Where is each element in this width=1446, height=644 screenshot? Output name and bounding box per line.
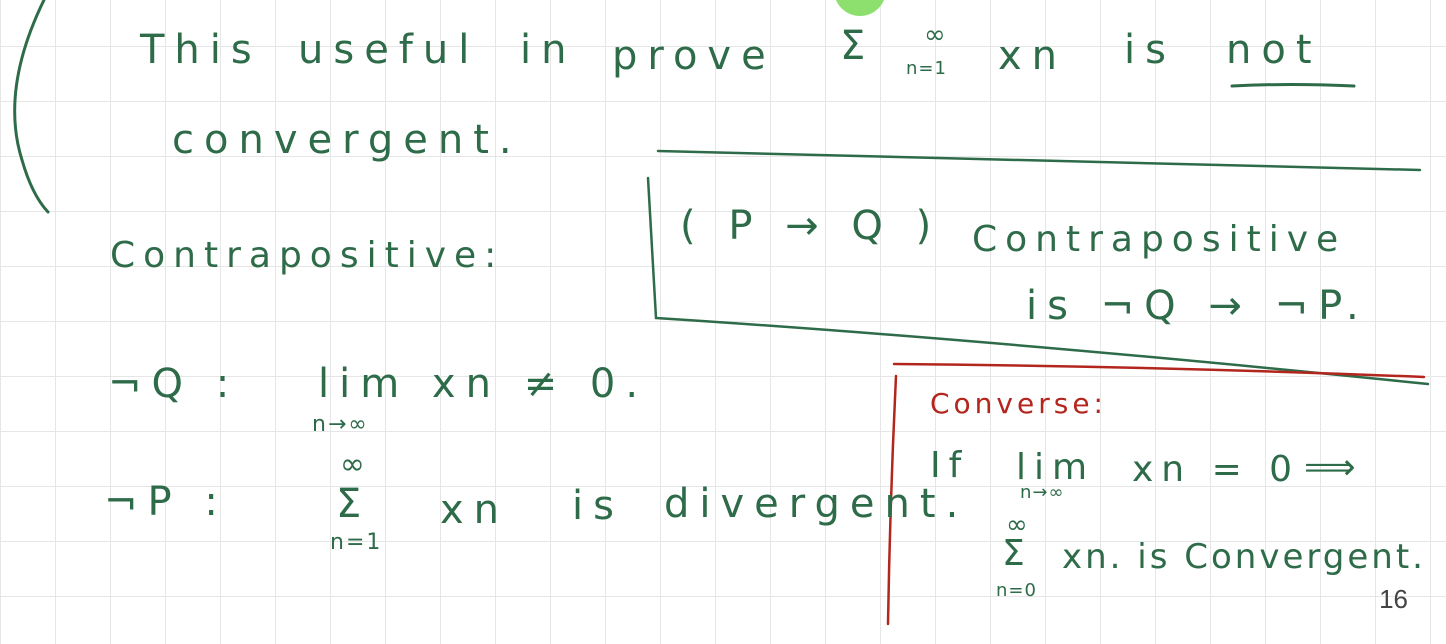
not-p-is: is xyxy=(572,483,624,529)
word-is: is xyxy=(1124,27,1176,73)
converse-title: Converse: xyxy=(930,387,1107,420)
converse-box-top xyxy=(892,362,1426,379)
word-not: not xyxy=(1226,27,1322,73)
not-p-divergent: divergent. xyxy=(664,481,969,527)
pen-cursor-dot xyxy=(836,0,884,16)
implication-p-q: ( P → Q ) xyxy=(680,203,942,249)
word-useful: useful xyxy=(298,27,480,73)
converse-sigma: Σ xyxy=(1002,533,1033,574)
converse-sum-top: ∞ xyxy=(1006,510,1030,540)
not-p-sum-top: ∞ xyxy=(340,447,367,482)
not-q-label: ¬Q : xyxy=(108,361,240,407)
not-p-sum-bottom: n=1 xyxy=(330,530,383,555)
converse-xn-equals-zero: xn = 0 xyxy=(1132,449,1301,490)
not-p-sigma: Σ xyxy=(336,481,372,527)
sum-subscript: n=1 xyxy=(906,58,947,79)
converse-convergent-text: xn. is Convergent. xyxy=(1062,537,1426,577)
left-bracket-stroke xyxy=(13,0,50,214)
sum-sigma: Σ xyxy=(840,23,876,69)
contrapositive-result: is ¬Q → ¬P. xyxy=(1026,283,1369,329)
not-p-label: ¬P : xyxy=(104,479,228,525)
word-convergent: convergent. xyxy=(172,117,522,163)
page-number: 16 xyxy=(1379,584,1408,614)
not-underline-stroke xyxy=(1230,83,1356,88)
converse-lim: lim xyxy=(1016,447,1096,488)
converse-if: If xyxy=(930,445,970,486)
not-q-limit: lim xn ≠ 0. xyxy=(318,361,649,407)
contrapositive-word: Contrapositive xyxy=(972,219,1347,260)
word-in: in xyxy=(520,27,577,73)
word-this: This xyxy=(140,27,262,73)
not-p-xn: xn xyxy=(440,487,510,533)
converse-lim-subscript: n→∞ xyxy=(1020,482,1065,503)
box-left-and-bottom xyxy=(646,176,1430,386)
converse-sum-bottom: n=0 xyxy=(996,580,1037,601)
sum-superscript: ∞ xyxy=(924,20,947,50)
word-prove: prove xyxy=(612,33,776,79)
converse-implies-arrow: ⟹ xyxy=(1304,447,1364,488)
box-top-line-1 xyxy=(656,149,1422,172)
converse-box-left xyxy=(886,374,898,626)
contrapositive-label: Contrapositive: xyxy=(110,235,505,276)
term-xn: xn xyxy=(998,33,1068,79)
not-q-limit-subscript: n→∞ xyxy=(312,412,369,437)
